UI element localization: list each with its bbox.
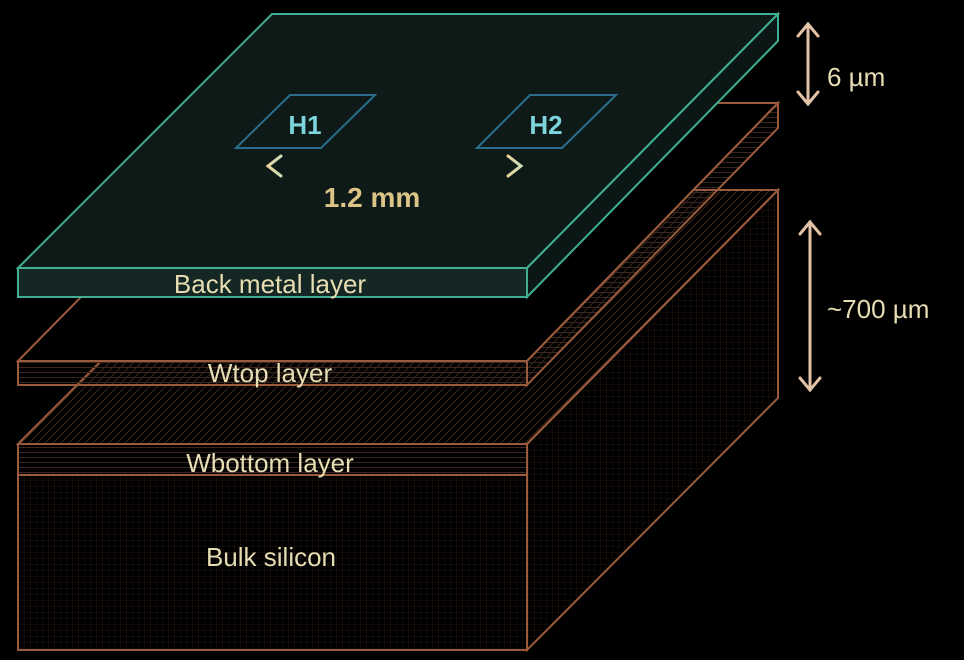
h1-label: H1 [288,110,321,140]
metal-thickness-label: 6 µm [827,62,885,92]
substrate-thickness-label: ~700 µm [827,294,929,324]
h1-sensor-outline [233,94,378,149]
wbottom-layer-label: Wbottom layer [186,448,354,478]
back-metal-layer-slab [15,11,781,300]
wtop-layer-label: Wtop layer [208,358,333,388]
h2-sensor-outline [474,94,619,149]
bulk-silicon-label: Bulk silicon [206,542,336,572]
wtop-front-face [17,360,528,386]
metal-thickness-arrow [796,21,820,107]
substrate-thickness-arrow [798,219,822,393]
spacing-arrow [265,154,524,178]
h2-label: H2 [529,110,562,140]
spacing-label: 1.2 mm [324,182,421,213]
back-metal-front-face [17,267,528,298]
back-metal-layer-label: Back metal layer [174,269,367,299]
bulk-silicon-front-face [17,474,528,651]
